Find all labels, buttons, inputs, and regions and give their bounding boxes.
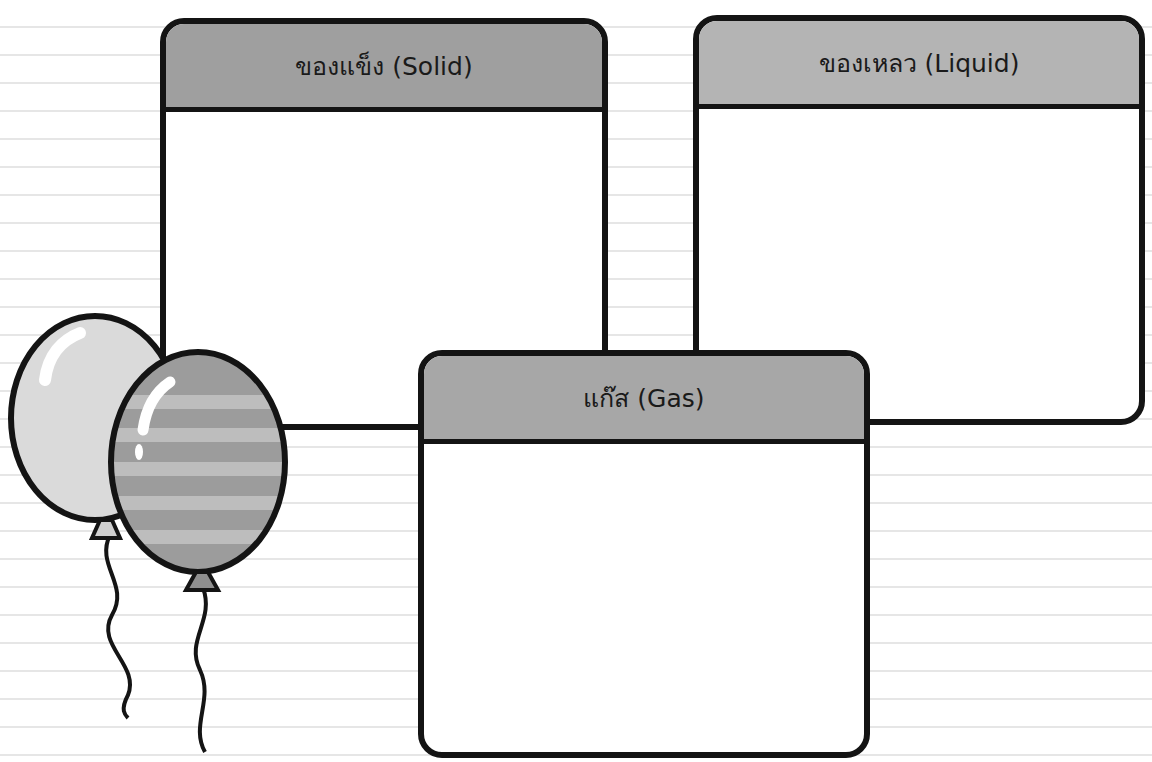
balloon-shine — [143, 382, 170, 430]
balloon-string — [196, 588, 206, 752]
balloon-string — [106, 535, 130, 718]
balloons-illustration — [0, 0, 300, 762]
balloon-knot — [92, 520, 120, 538]
box-header: ของเหลว (Liquid) — [699, 21, 1139, 109]
box-heading: ของแข็ง (Solid) — [295, 46, 472, 86]
box-heading: แก๊ส (Gas) — [583, 378, 704, 418]
balloon-knot — [186, 572, 218, 590]
box-header: แก๊ส (Gas) — [424, 356, 864, 444]
box-header: ของแข็ง (Solid) — [166, 24, 602, 112]
box-heading: ของเหลว (Liquid) — [819, 43, 1020, 83]
state-box: แก๊ส (Gas) — [418, 350, 870, 758]
balloon-shine — [135, 444, 143, 460]
balloon-shine — [45, 333, 80, 380]
balloon-outline — [111, 352, 285, 572]
